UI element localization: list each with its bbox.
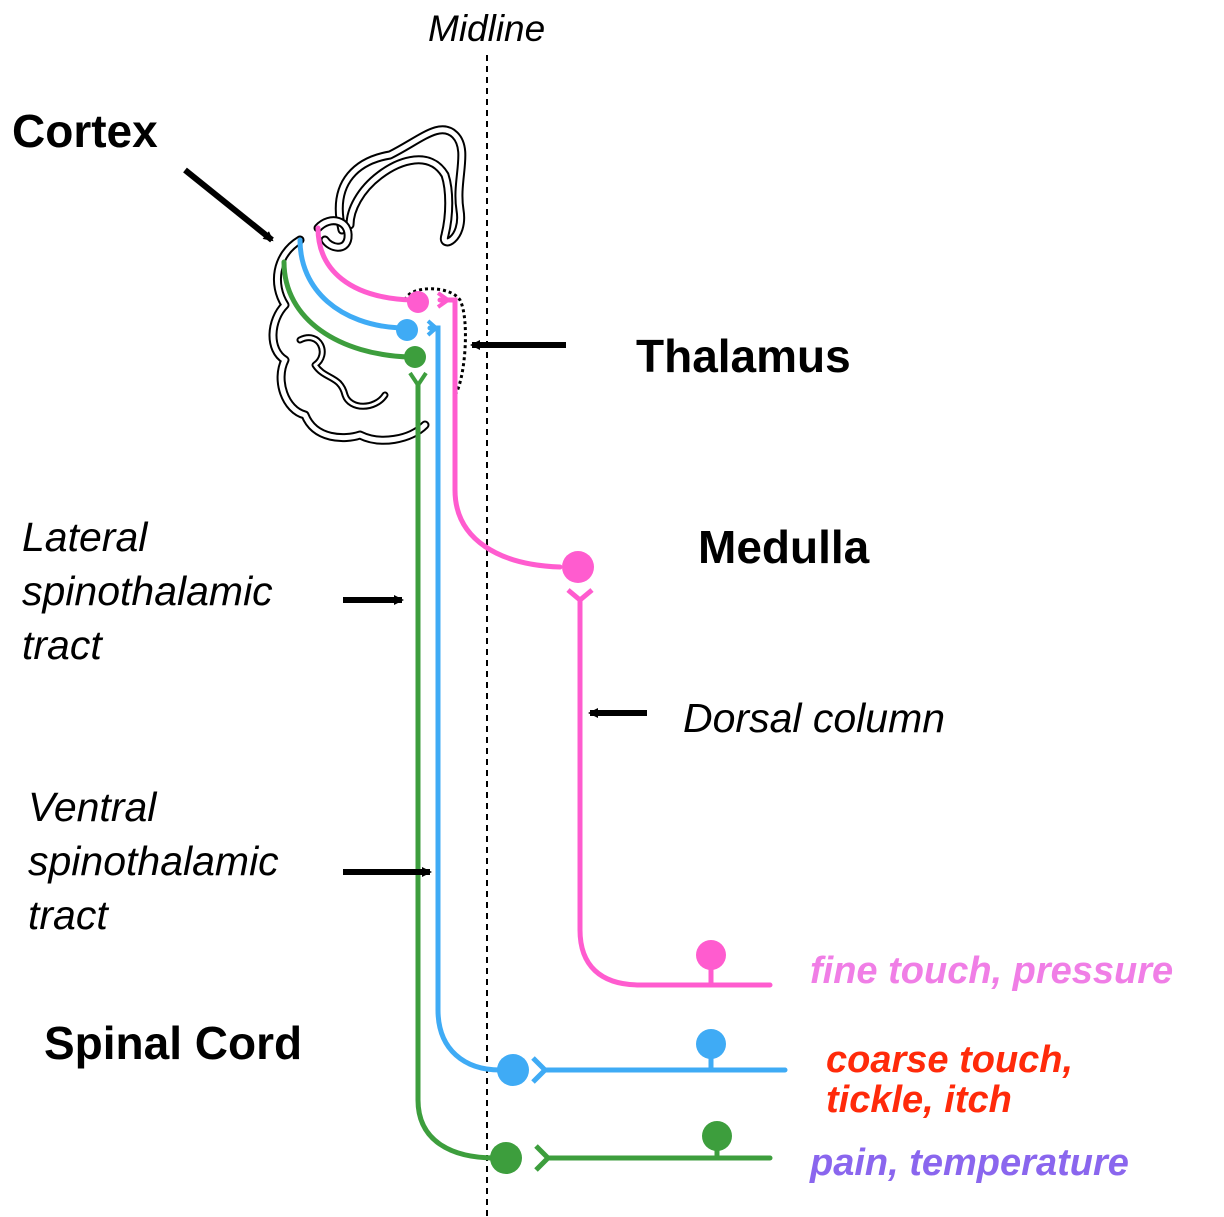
- coarse-touch-line: tickle, itch: [826, 1080, 1073, 1120]
- brain-section-outline: [273, 130, 462, 441]
- lateral-tract-label: Lateral spinothalamic tract: [22, 510, 273, 672]
- ventral-tract-line: spinothalamic: [28, 834, 279, 888]
- ventral-cortex-neuron: [396, 319, 418, 341]
- cortex-arrow: [185, 170, 272, 240]
- lateral-tract-line: tract: [22, 618, 273, 672]
- dorsal-synapse-marker: [568, 590, 592, 600]
- lateral-tract-line: Lateral: [22, 510, 273, 564]
- spinal-cord-label: Spinal Cord: [44, 1020, 302, 1066]
- lateral-tract-line: spinothalamic: [22, 564, 273, 618]
- ventral-synapse-marker: [533, 1058, 545, 1082]
- ventral-tract-line: tract: [28, 888, 279, 942]
- cortex-label: Cortex: [12, 108, 158, 154]
- dorsal-column-label: Dorsal column: [683, 698, 945, 739]
- dorsal-medulla-neuron: [562, 551, 594, 583]
- ventral-sensory-neuron: [696, 1029, 726, 1059]
- lateral-cortex-neuron: [404, 346, 426, 368]
- fine-touch-label: fine touch, pressure: [810, 952, 1173, 990]
- ventral-tract-line: Ventral: [28, 780, 279, 834]
- medulla-label: Medulla: [698, 524, 869, 570]
- lateral-spinal-neuron: [490, 1142, 522, 1174]
- thalamus-label: Thalamus: [636, 333, 851, 379]
- ventral-spinal-neuron: [497, 1054, 529, 1086]
- coarse-touch-line: coarse touch,: [826, 1040, 1073, 1080]
- lateral-synapse-marker: [536, 1146, 548, 1170]
- lateral-sensory-neuron: [702, 1121, 732, 1151]
- coarse-touch-label: coarse touch, tickle, itch: [826, 1040, 1073, 1120]
- midline-label: Midline: [428, 10, 545, 47]
- ventral-tract-label: Ventral spinothalamic tract: [28, 780, 279, 942]
- dorsal-sensory-neuron: [696, 940, 726, 970]
- lateral-thalamus-synapse: [410, 373, 426, 385]
- pain-temperature-label: pain, temperature: [810, 1144, 1129, 1182]
- dorsal-cortex-neuron: [407, 291, 429, 313]
